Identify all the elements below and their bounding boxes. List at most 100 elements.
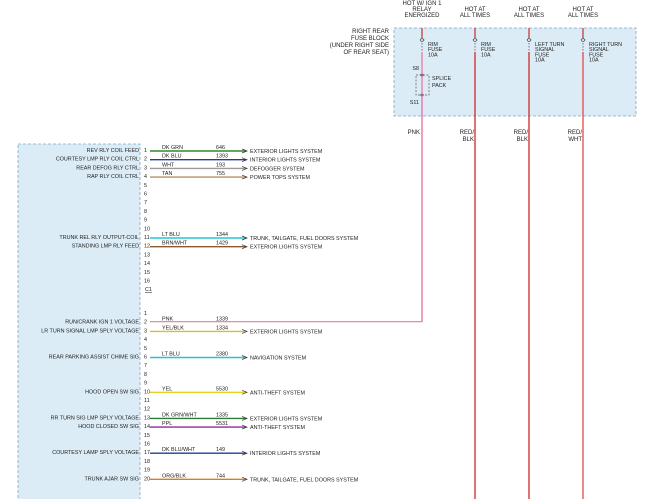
fuse-label: FUSE [428, 47, 443, 53]
circuit-arrow [241, 329, 248, 334]
power-source-label: RELAY [412, 7, 431, 13]
wire-color-code: YEL/BLK [162, 325, 184, 331]
fuse-symbol [526, 38, 532, 42]
circuit-number: 1393 [216, 154, 228, 160]
circuit-number: 149 [216, 447, 225, 453]
fuse-label: 10A [535, 58, 545, 64]
pin-number: 15 [144, 433, 150, 439]
power-source-label: HOT AT [572, 7, 593, 13]
connector-id: C1 [145, 287, 152, 293]
wire-color-code: YEL [162, 386, 172, 392]
pin-number: 13 [144, 252, 150, 258]
destination-label: TRUNK, TAILGATE, FUEL DOORS SYSTEM [250, 477, 359, 483]
feed-wire-label: RED/ [460, 130, 475, 136]
destination-label: ANTI-THEFT SYSTEM [250, 390, 306, 396]
pin-number: 19 [144, 468, 150, 474]
fuse-label: FUSE [481, 47, 496, 53]
destination-label: ANTI-THEFT SYSTEM [250, 425, 306, 431]
circuit-wire [150, 95, 423, 323]
circuit-arrow [241, 148, 248, 154]
destination-label: DEFOGGER SYSTEM [250, 166, 305, 172]
circuit-number: 646 [216, 145, 225, 151]
fuse-label: SIGNAL [535, 47, 555, 53]
pin-number: 16 [144, 279, 150, 285]
pin-number: 14 [144, 261, 150, 267]
wire-color-code: DK BLU/WHT [162, 447, 196, 453]
fuse-label: RIGHT TURN [589, 42, 622, 48]
fuse-block-label-line: OF REAR SEAT) [343, 50, 389, 56]
power-source-label: ALL TIMES [514, 13, 544, 19]
wire-color-code: DK GRN/WHT [162, 412, 197, 418]
circuit-label: HOOD OPEN SW SIG [85, 389, 139, 395]
fuse-symbol [419, 38, 425, 42]
feed-wire-label: RED/ [514, 130, 529, 136]
circuit-arrow [241, 450, 248, 456]
feed-wire-label: PNK [408, 130, 420, 136]
pin-number: 3 [144, 328, 147, 334]
power-source-label: ENERGIZED [404, 13, 440, 19]
pin-number: 18 [144, 459, 150, 465]
circuit-arrow [241, 244, 248, 250]
circuit-label: HOOD CLOSED SW SIG [78, 424, 139, 430]
circuit-number: 1344 [216, 232, 228, 238]
pin-number: 11 [144, 235, 150, 241]
power-source-label: HOT AT [464, 7, 485, 13]
circuit-label: STANDING LMP RLY FEED [72, 244, 139, 250]
circuit-arrow [241, 476, 248, 482]
destination-label: EXTERIOR LIGHTS SYSTEM [250, 149, 323, 155]
pin-number: 11 [144, 398, 150, 404]
splice-pack-label: PACK [432, 83, 447, 89]
pin-number: 2 [144, 157, 147, 163]
pin-number: 12 [144, 244, 150, 250]
circuit-label: TRUNK REL RLY OUTPUT-COIL [59, 235, 139, 241]
circuit-arrow [241, 235, 248, 241]
circuit-label: COURTESY LMP RLY COIL CTRL [56, 157, 139, 163]
pin-number: 10 [144, 226, 150, 232]
pin-number: 9 [144, 218, 147, 224]
fuse-label: RIM [481, 42, 491, 48]
fuse-symbol [580, 38, 586, 42]
destination-label: INTERIOR LIGHTS SYSTEM [250, 158, 321, 164]
circuit-number: 1429 [216, 241, 228, 247]
circuit-arrow [241, 424, 248, 430]
pin-number: 5 [144, 346, 147, 352]
pin-number: 1 [144, 311, 147, 317]
pin-number: 13 [144, 415, 150, 421]
fuse-label: RIM [428, 42, 438, 48]
pin-number: 8 [144, 209, 147, 215]
circuit-number: 5531 [216, 421, 228, 427]
circuit-label: REAR PARKING ASSIST CHIME SIG [49, 355, 139, 361]
destination-label: TRUNK, TAILGATE, FUEL DOORS SYSTEM [250, 236, 359, 242]
pin-number: 17 [144, 450, 150, 456]
circuit-number: 1334 [216, 325, 228, 331]
circuit-label: REV RLY COIL FEED [87, 148, 139, 154]
circuit-number: 2380 [216, 352, 228, 358]
fuse-block-label-line: RIGHT REAR [352, 29, 390, 35]
destination-label: EXTERIOR LIGHTS SYSTEM [250, 329, 323, 335]
wire-color-code: BRN/WHT [162, 241, 188, 247]
pin-number: 7 [144, 200, 147, 206]
destination-label: EXTERIOR LIGHTS SYSTEM [250, 416, 323, 422]
circuit-label: TRUNK AJAR SW SIG [84, 476, 139, 482]
circuit-number: 5530 [216, 386, 228, 392]
wire-color-code: LT BLU [162, 352, 180, 358]
circuit-label: COURTESY LAMP SPLY VOLTAGE [52, 450, 139, 456]
fuse-label: 10A [481, 52, 491, 58]
circuit-number: 1339 [216, 317, 228, 323]
wire-color-code: ORG/BLK [162, 473, 186, 479]
circuit-arrow [241, 389, 248, 395]
pin-number: 5 [144, 183, 147, 189]
circuit-number: 193 [216, 162, 225, 168]
feed-wire-label: BLK [517, 137, 528, 143]
wire-color-code: TAN [162, 171, 172, 177]
wire-color-code: PPL [162, 421, 172, 427]
wire-color-code: DK BLU [162, 154, 182, 160]
pin-number: 4 [144, 174, 147, 180]
circuit-label: RUN/CRANK IGN 1 VOLTAGE [65, 320, 139, 326]
fuse-block-label-line: FUSE BLOCK [351, 36, 389, 42]
circuit-arrow [241, 416, 248, 421]
fuse-block-panel [393, 27, 637, 117]
circuit-label: RR TURN SIG LMP SPLY VOLTAGE [51, 415, 140, 421]
